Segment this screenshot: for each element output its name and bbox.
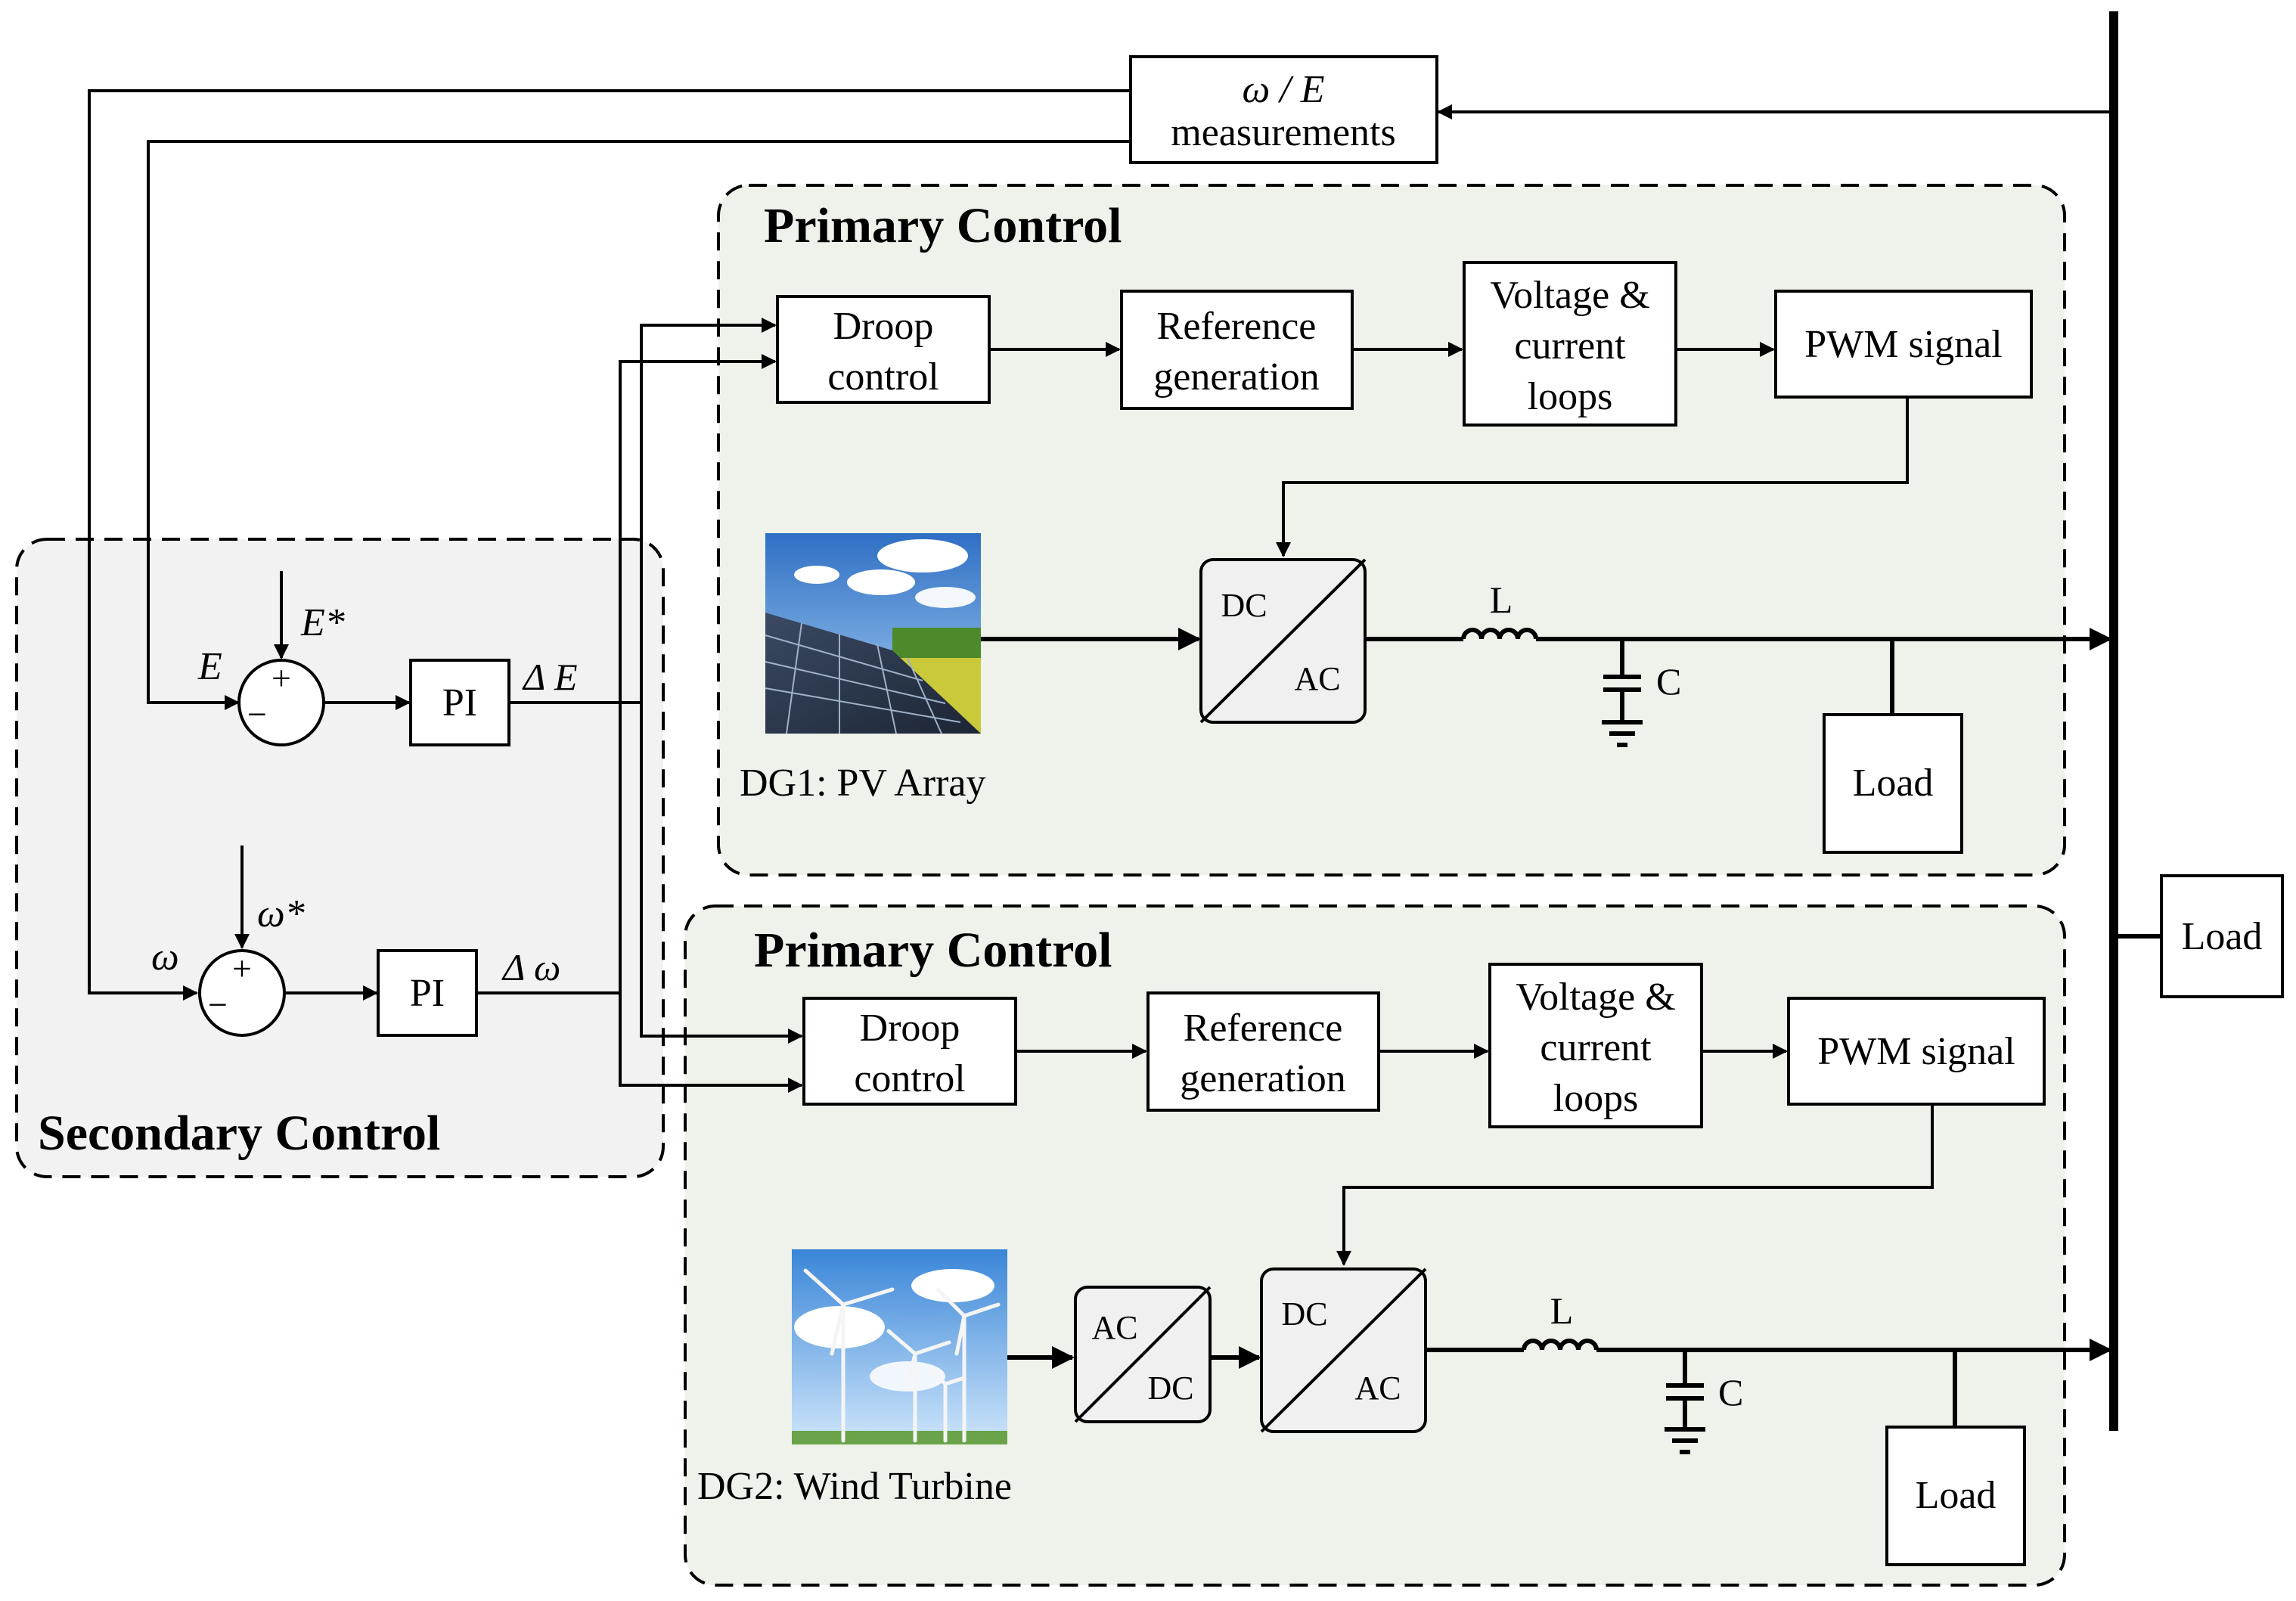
inductor-coil-dg2 (1522, 1339, 1599, 1351)
inductor-label-dg1: L (1490, 579, 1513, 621)
loops-line2-dg2: current (1540, 1026, 1652, 1069)
wind-turbine-label: DG2: Wind Turbine (697, 1465, 1012, 1508)
rectifier-ac-label: AC (1091, 1309, 1137, 1346)
droop-control-line1-dg1: Droop (833, 305, 934, 348)
droop-control-line1-dg2: Droop (860, 1007, 960, 1050)
pwm-signal-label-dg2: PWM signal (1817, 1030, 2015, 1073)
loops-line1-dg2: Voltage & (1516, 976, 1675, 1019)
capacitor-dg1 (1602, 639, 1643, 747)
capacitor-label-dg2: C (1718, 1371, 1743, 1413)
load-label-dg1: Load (1853, 762, 1934, 805)
delta-omega-label: Δ ω (501, 946, 560, 988)
inverter-ac-label-dg2: AC (1354, 1370, 1401, 1407)
primary-control-region-dg2 (684, 904, 2066, 1587)
inverter-dc-label-dg1: DC (1221, 587, 1267, 624)
dc-ac-diagonal-dg1 (1199, 558, 1367, 724)
measurements-label: measurements (1171, 111, 1395, 154)
measurements-symbol: ω / E (1243, 68, 1325, 111)
pi-controller-e (409, 659, 510, 746)
e-measurement-line (147, 140, 1131, 710)
loops-line1-dg1: Voltage & (1490, 274, 1649, 317)
omega-sum-minus: − (208, 985, 228, 1024)
e-reference-label: E* (300, 601, 345, 644)
load-box-dg1 (1823, 713, 1963, 854)
omega-measurement-line (88, 89, 1131, 1001)
droop-control-line2-dg2: control (854, 1057, 965, 1100)
reference-line2-dg1: generation (1153, 355, 1319, 399)
delta-e-label: Δ E (522, 656, 577, 698)
e-input-label: E (197, 645, 222, 688)
wind-turbine-image (792, 1249, 1007, 1444)
voltage-current-loops-box-dg1 (1463, 261, 1677, 427)
pwm-to-inverter-arrow-dg1 (1276, 397, 1909, 557)
inverter-ac-label-dg1: AC (1294, 660, 1340, 697)
dc-ac-diagonal-dg2 (1260, 1267, 1427, 1433)
loops-line2-dg1: current (1514, 324, 1626, 368)
ac-dc-diagonal (1074, 1286, 1212, 1423)
loops-line3-dg1: loops (1528, 375, 1613, 418)
loops-line3-dg2: loops (1553, 1077, 1639, 1120)
bus-load-label: Load (2182, 915, 2263, 958)
load-box-dg2 (1885, 1426, 2026, 1566)
reference-generation-box-dg2 (1146, 991, 1380, 1112)
delta-omega-to-droop-dg1 (619, 354, 777, 993)
omega-input-label: ω (151, 935, 179, 979)
inverter-dc-label-dg2: DC (1281, 1295, 1327, 1333)
pi-omega-label: PI (410, 972, 445, 1015)
bus-load-box (2160, 874, 2284, 998)
e-sum-minus: − (247, 695, 267, 734)
pwm-to-inverter-arrow-dg2 (1336, 1104, 1934, 1266)
pwm-signal-label-dg1: PWM signal (1804, 323, 2002, 366)
secondary-control-title: Secondary Control (38, 1106, 440, 1161)
pv-array-image (765, 533, 981, 734)
capacitor-label-dg1: C (1656, 660, 1681, 703)
reference-generation-box-dg1 (1120, 290, 1354, 410)
reference-line1-dg2: Reference (1184, 1007, 1343, 1050)
voltage-current-loops-box-dg2 (1488, 963, 1703, 1128)
delta-e-to-droop-dg1 (640, 318, 777, 703)
delta-e-to-droop-dg2 (640, 703, 803, 1044)
reference-line1-dg1: Reference (1157, 305, 1317, 348)
capacitor-dg2 (1665, 1350, 1705, 1454)
pwm-signal-box-dg2 (1787, 997, 2046, 1106)
pwm-signal-box-dg1 (1774, 290, 2033, 399)
pv-array-label: DG1: PV Array (740, 762, 985, 805)
load-label-dg2: Load (1916, 1474, 1997, 1517)
inductor-label-dg2: L (1550, 1289, 1574, 1332)
pi-e-label: PI (442, 681, 477, 724)
rectifier-dc-label: DC (1147, 1370, 1193, 1407)
primary-control-title-dg2: Primary Control (754, 923, 1112, 978)
primary-control-title-dg1: Primary Control (764, 198, 1122, 253)
delta-omega-to-droop-dg2 (619, 993, 803, 1093)
reference-line2-dg2: generation (1180, 1057, 1345, 1100)
primary-control-region-dg1 (717, 184, 2066, 877)
inductor-coil-dg1 (1461, 628, 1538, 640)
droop-control-line2-dg1: control (827, 355, 939, 399)
omega-sum-plus: + (232, 949, 252, 988)
e-sum-plus: + (271, 659, 291, 697)
omega-reference-label: ω* (257, 892, 305, 935)
